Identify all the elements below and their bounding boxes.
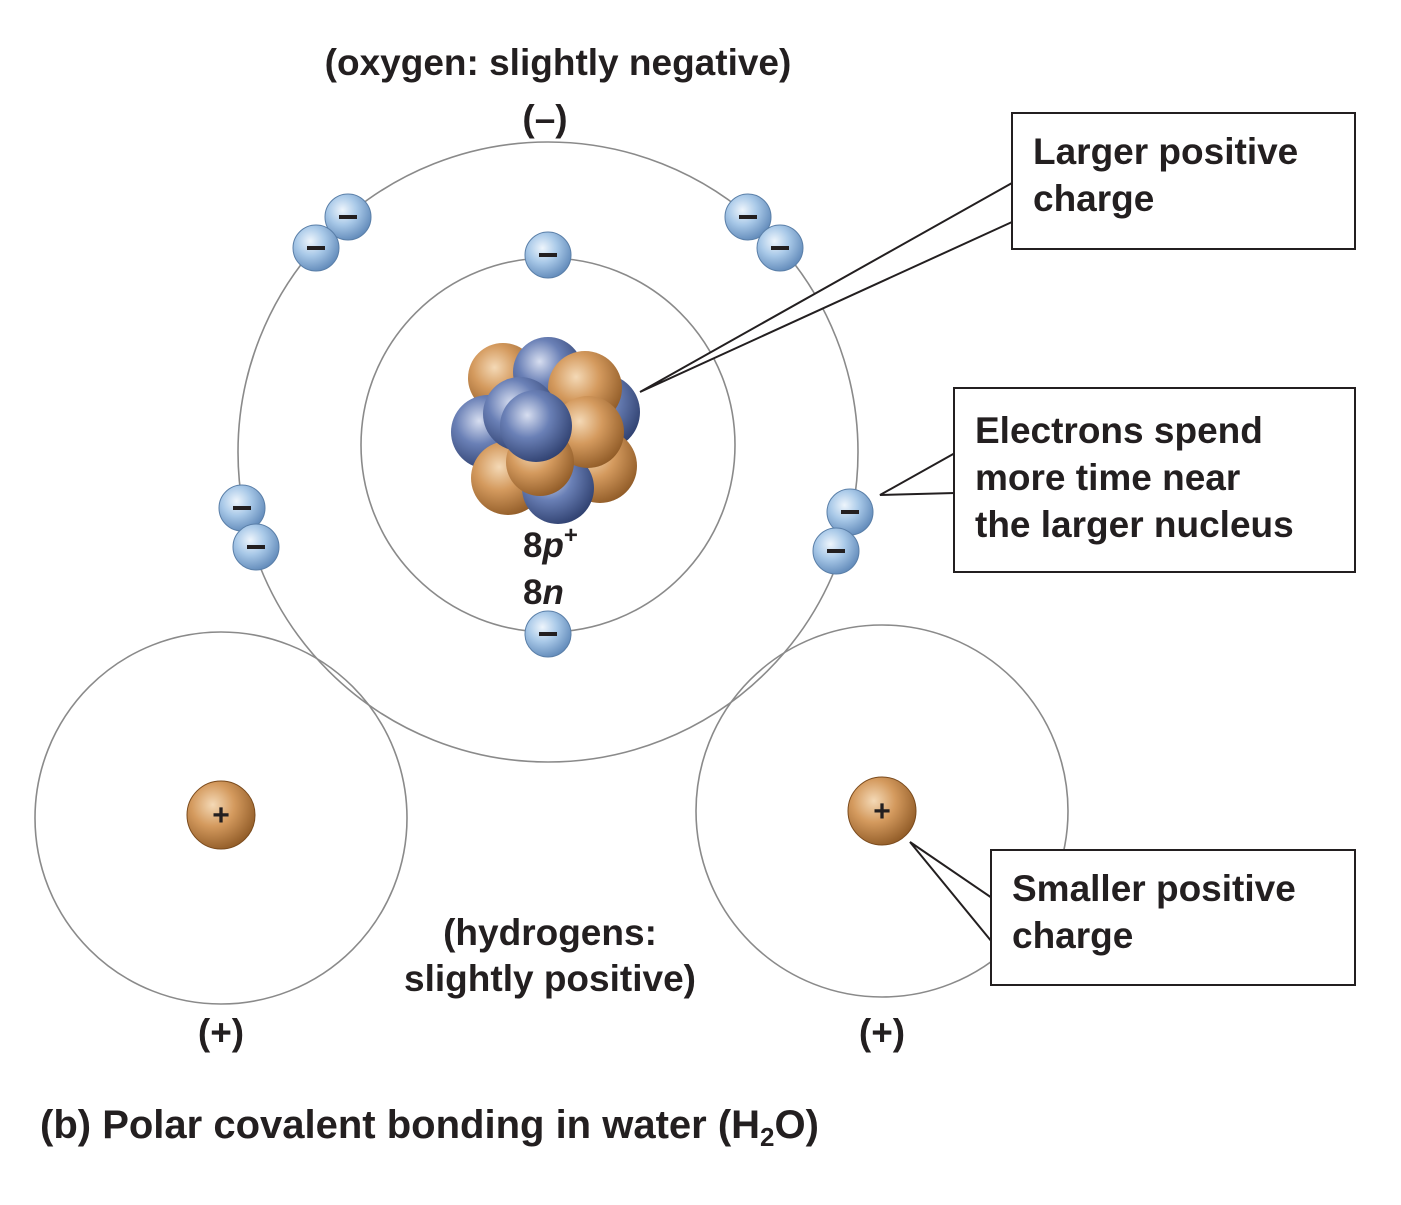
electron [724,193,772,241]
neutron-number: 8 [523,573,543,612]
proton-superscript: + [563,522,578,549]
electron [324,193,372,241]
callout-line: the larger nucleus [975,504,1294,545]
left-hydrogen-charge: (+) [197,1012,245,1053]
caption-suffix: O) [774,1103,819,1147]
figure-caption: (b) Polar covalent bonding in water (H2O… [40,1100,819,1150]
electron-sign [247,545,265,549]
callout-line: more time near [975,457,1241,498]
oxygen-nucleus [451,337,640,524]
callout-line: charge [1012,915,1134,956]
hydrogens-label-line2: slightly positive) [404,958,696,999]
neutron-symbol: n [542,573,564,612]
larger-charge-pointer [639,182,1013,393]
oxygen-charge: (–) [522,98,568,139]
caption-subscript: 2 [760,1122,775,1152]
electrons-near-callout: Electrons spend more time near the large… [953,387,1356,573]
right-hydrogen-charge: (+) [858,1012,906,1053]
caption-prefix: (b) Polar covalent bonding in water (H [40,1103,761,1147]
electrons-near-pointer [879,452,956,496]
left-hydrogen-shell [34,631,408,1005]
electron [812,527,860,575]
electron-sign [539,632,557,636]
left-hydrogen-proton: + [186,780,256,850]
callout-line: Smaller positive [1012,868,1296,909]
proton-sign: + [873,795,891,828]
electron-sign [539,253,557,257]
right-hydrogen-proton: + [847,776,917,846]
smaller-charge-pointer [909,841,993,943]
oxygen-label: (oxygen: slightly negative) [324,42,792,83]
callout-line: Larger positive [1033,131,1299,172]
electron-sign [827,549,845,553]
oxygen-outer-shell [237,141,859,763]
electron-sign [339,215,357,219]
electron [524,231,572,279]
electron-sign [233,506,251,510]
electron [756,224,804,272]
smaller-charge-callout: Smaller positive charge [990,849,1356,986]
hydrogen-protons: + + [186,776,917,850]
electron [232,523,280,571]
electron-sign [307,246,325,250]
electron [292,224,340,272]
callout-pointers [639,182,1013,943]
hydrogens-label-line1: (hydrogens: [443,912,657,953]
proton-symbol: p [542,526,564,565]
electron-sign [841,510,859,514]
electron-sign [739,215,757,219]
neutron-count: 8n [523,572,564,614]
larger-charge-callout: Larger positive charge [1011,112,1356,250]
electron-sign [771,246,789,250]
callout-line: Electrons spend [975,410,1263,451]
electron [524,610,572,658]
right-hydrogen-shell [695,624,1069,998]
electrons [218,193,874,658]
callout-line: charge [1033,178,1155,219]
proton-count: 8p+ [523,522,578,567]
neutron-ball [500,390,572,462]
proton-number: 8 [523,526,543,565]
proton-sign: + [212,799,230,832]
